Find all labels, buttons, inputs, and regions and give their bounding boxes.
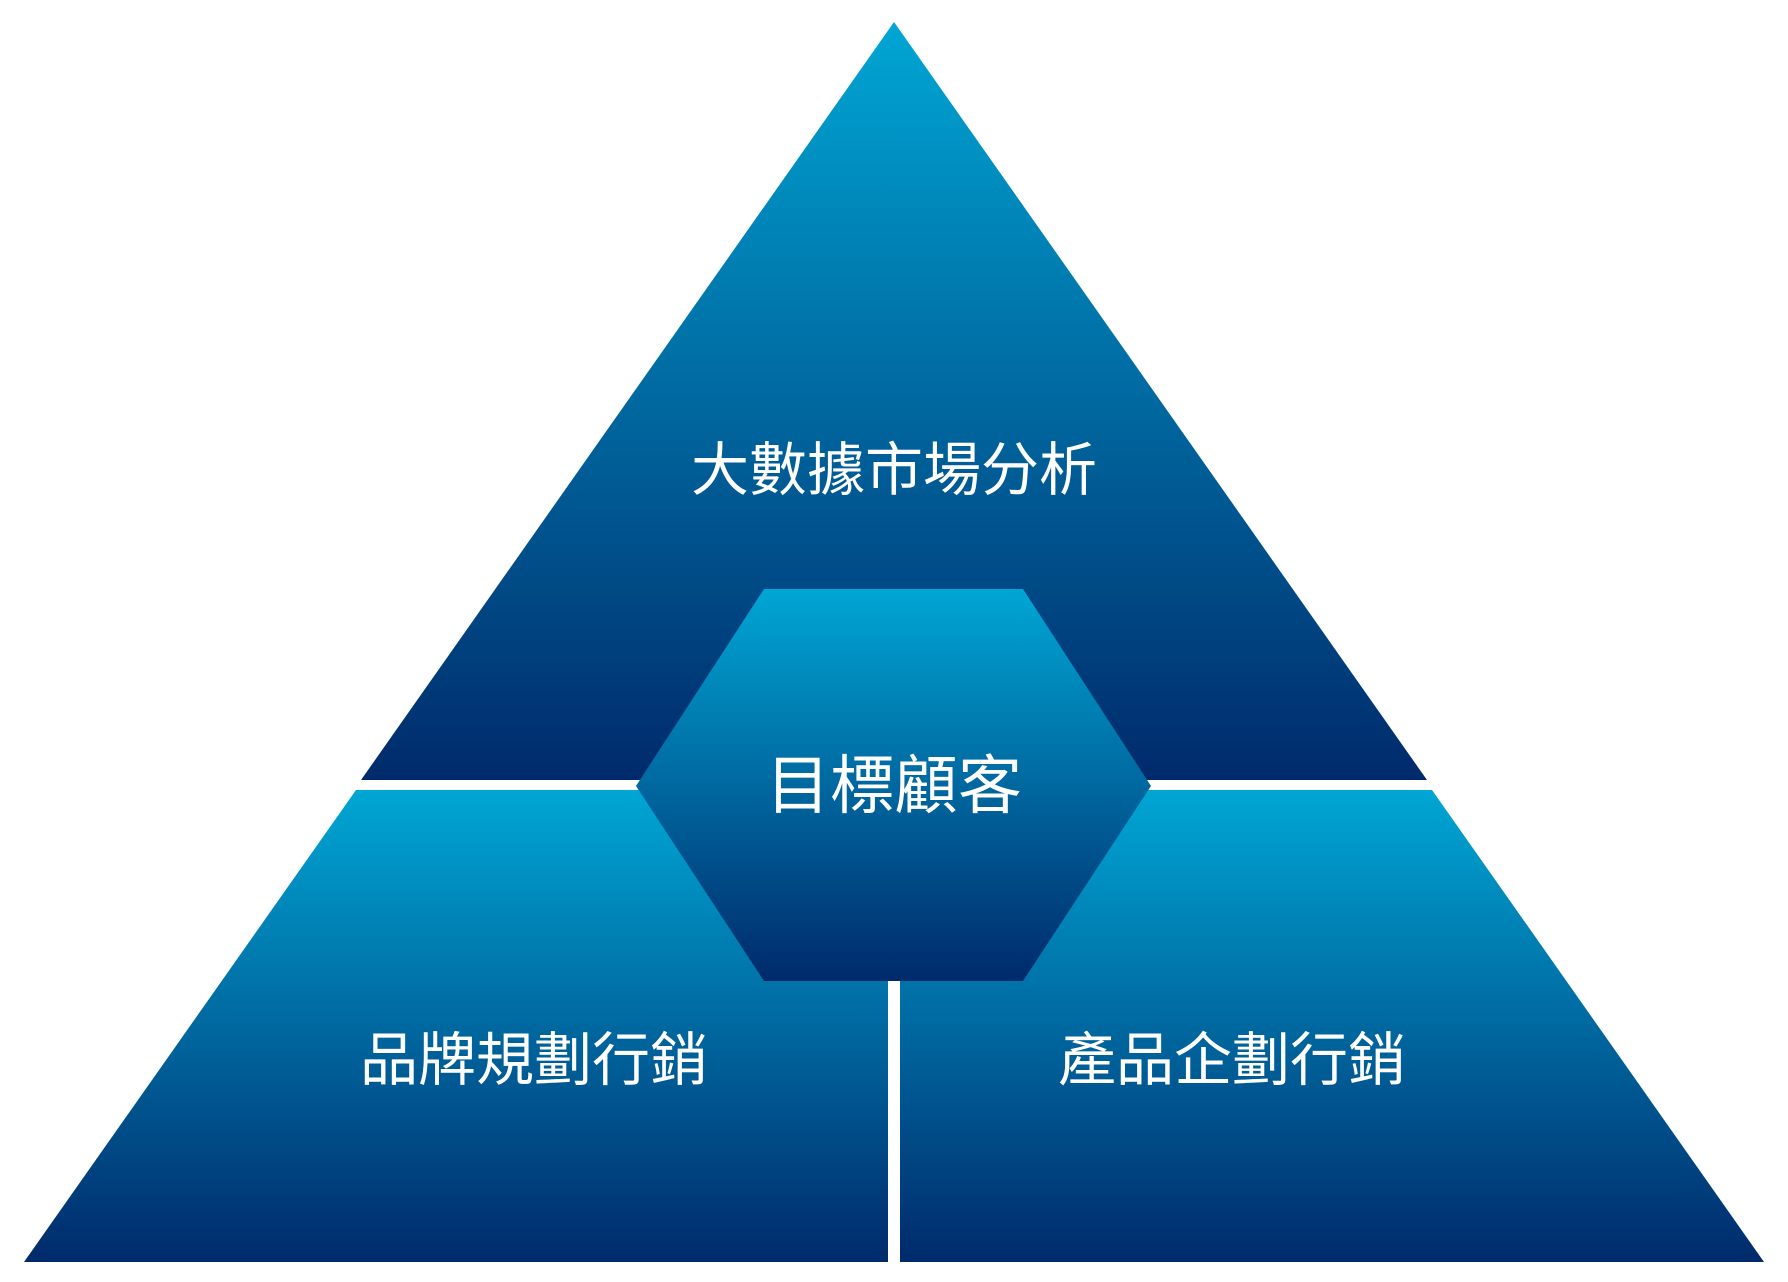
segment-bottom-left [24,790,888,1262]
center-hexagon-label: 目標顧客 [766,750,1022,824]
segment-bottom-right-label: 產品企劃行銷 [1058,1026,1406,1094]
segment-top-triangle [361,22,1427,780]
segment-bottom-left-label: 品牌規劃行銷 [360,1026,708,1094]
segment-bottom-right [900,790,1764,1262]
segment-top-label: 大數據市場分析 [691,436,1097,504]
center-hexagon [636,589,1151,981]
